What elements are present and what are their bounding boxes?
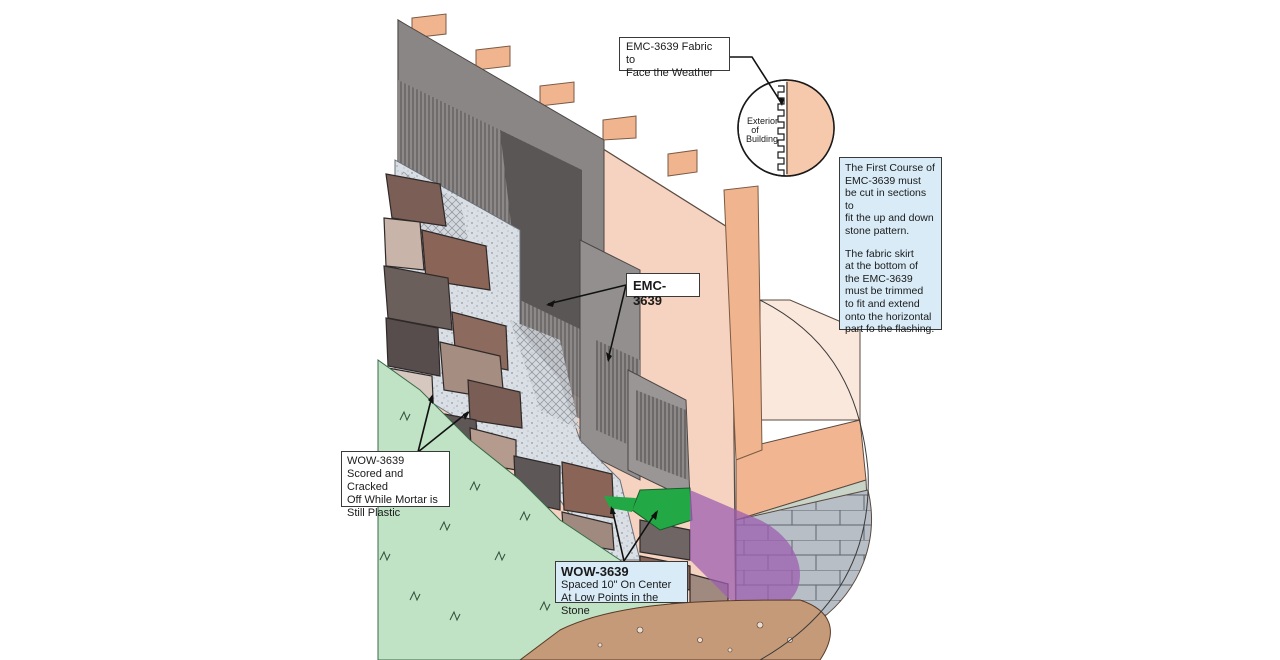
installation-note-box: The First Course of EMC-3639 must be cut… xyxy=(839,157,942,335)
callout-wow-scored-line1: WOW-3639 xyxy=(347,455,405,467)
note-p1-line: be cut in sections to xyxy=(845,187,927,212)
callout-wow-scored: WOW-3639 Scored and Cracked Off While Mo… xyxy=(341,451,450,519)
note-paragraph-2: The fabric skirt at the bottom of the EM… xyxy=(845,248,936,336)
stud-tops xyxy=(411,13,763,461)
inset-label-of: of xyxy=(751,125,759,135)
note-paragraph-1: The First Course of EMC-3639 must be cut… xyxy=(845,162,936,238)
inset-label-building: Building xyxy=(745,134,778,144)
note-p2-line: the EMC-3639 xyxy=(845,272,913,285)
note-p2-line: to fit and extend xyxy=(845,297,920,310)
callout-wow-spaced: WOW-3639 Spaced 10" On Center At Low Poi… xyxy=(555,561,688,617)
callout-wow-scored-line2: Scored and Cracked xyxy=(347,468,404,493)
note-p2-line: part fo the flashing. xyxy=(845,323,935,336)
note-p2-line: The fabric skirt xyxy=(845,247,914,260)
note-p2-line: onto the horizontal xyxy=(845,310,932,323)
fabric-detail-inset xyxy=(737,79,835,177)
callout-wow-scored-line3: Off While Mortar is xyxy=(347,494,438,506)
note-p1-line: The First Course of xyxy=(845,162,935,174)
inset-label-exterior: Exterior xyxy=(746,116,778,126)
note-p1-line: fit the up and down xyxy=(845,212,934,225)
callout-fabric-line1: EMC-3639 Fabric to xyxy=(626,41,713,66)
leader-lines xyxy=(417,56,783,562)
note-p2-line: at the bottom of xyxy=(845,260,918,273)
callout-emc-3639: EMC-3639 xyxy=(626,273,700,308)
callout-emc-label: EMC-3639 xyxy=(633,278,667,308)
callout-wow-spaced-title: WOW-3639 xyxy=(561,564,629,579)
callout-wow-scored-line4: Still Plastic xyxy=(347,507,401,519)
callout-fabric-orientation: EMC-3639 Fabric to Face the Weather xyxy=(619,37,730,79)
note-p1-line: stone pattern. xyxy=(845,224,910,237)
note-p2-line: must be trimmed xyxy=(845,285,924,298)
callout-wow-spaced-line2: At Low Points in the Stone xyxy=(561,592,659,617)
callout-fabric-line2: Face the Weather xyxy=(626,67,714,79)
callout-wow-spaced-line1: Spaced 10" On Center xyxy=(561,579,672,591)
grass-tufts xyxy=(379,410,551,622)
note-p1-line: EMC-3639 must xyxy=(845,174,921,187)
